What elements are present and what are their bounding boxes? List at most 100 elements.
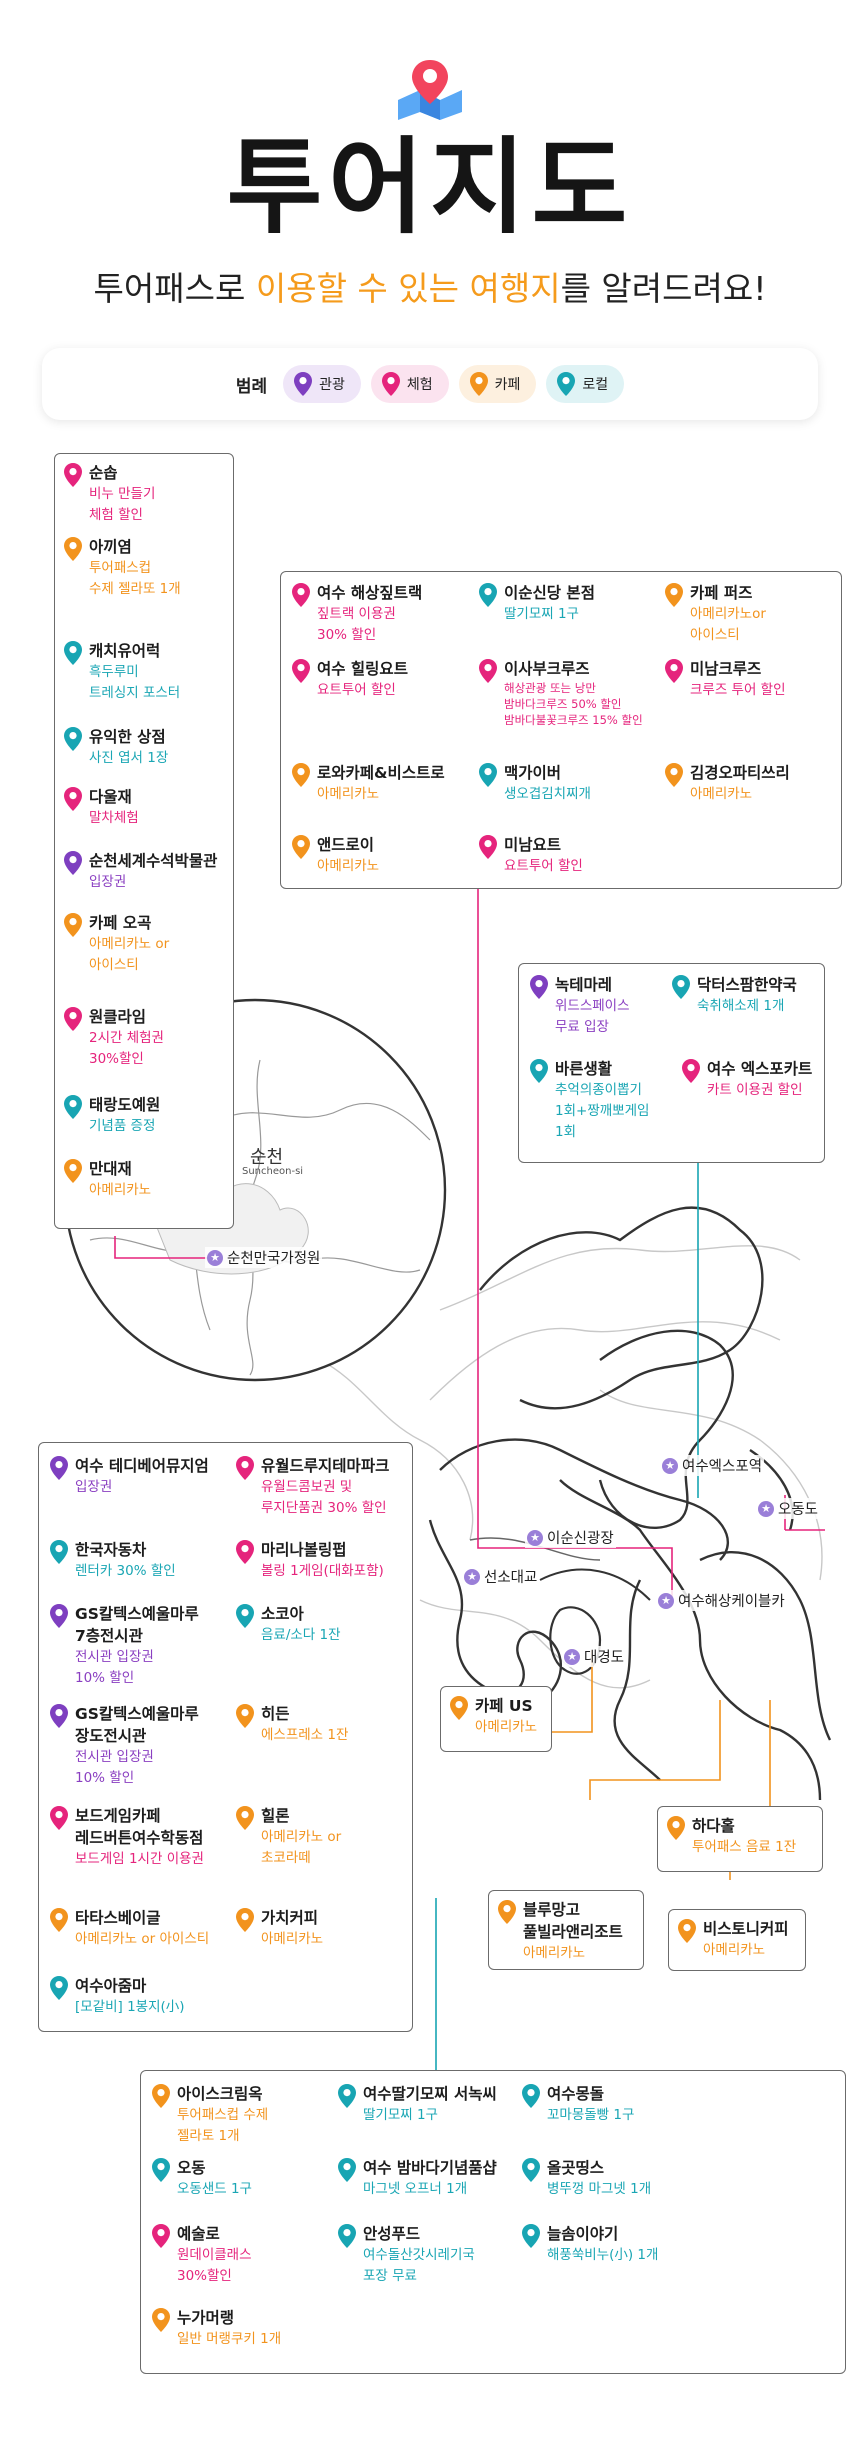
star-marker-icon: ★ [464,1568,480,1585]
map-pin-logo-icon [398,60,462,120]
venue-name: 한국자동차 [75,1541,147,1559]
place-suncheonman-garden[interactable]: ★순천만국가정원 [205,1247,323,1268]
cafe-pin-icon [235,1907,255,1933]
star-marker-icon: ★ [207,1249,223,1266]
place-yeosu-cablecar[interactable]: ★여수해상케이블카 [656,1590,787,1611]
venue-benefit: 비누 만들기 체험 할인 [89,486,156,523]
venue-benefit: 흑두루미 트레싱지 포스터 [89,664,181,701]
legend: 범례 관광 체험 카페 로컬 [42,348,818,420]
exp-pin-icon [49,1805,69,1831]
local-pin-icon [235,1603,255,1629]
venue-name: 카페 퍼즈 [690,584,753,602]
venue-benefit: 유월드콤보권 및 루지단품권 30% 할인 [261,1479,387,1516]
venue-name: 여수몽돌 [547,2085,605,2103]
venue-name: 만대재 [89,1160,132,1178]
venue-benefit: 카트 이용권 할인 [707,1082,803,1098]
cafe-pin-icon [63,536,83,562]
place-odongdo[interactable]: ★오동도 [756,1498,821,1519]
venue-benefit: 볼링 1게임(대화포함) [261,1563,384,1579]
place-seonso-bridge[interactable]: ★선소대교 [462,1566,540,1587]
page-title: 투어지도 [226,126,634,248]
legend-local: 로컬 [546,365,625,403]
venue-name: 올곳띵스 [547,2159,605,2177]
venue-benefit: 숙취해소제 1개 [697,998,785,1014]
venue-benefit: 아메리카노 [475,1719,538,1735]
exp-pin-icon [664,658,684,684]
venue-benefit: 렌터카 30% 할인 [75,1563,176,1579]
venue-item[interactable]: 여수아줌마[모같비] 1봉지(小) [49,1975,185,2018]
local-pin-icon [521,2083,541,2109]
venue-name: 여수 밤바다기념품샵 [363,2159,497,2177]
venue-name: 앤드로이 [317,836,375,854]
local-pin-icon [49,1539,69,1565]
venue-name: 태랑도예원 [89,1096,161,1114]
place-yeosu-expo-station[interactable]: ★여수엑스포역 [660,1455,765,1476]
venue-name: 여수 힐링요트 [317,660,408,678]
place-daegyeongdo[interactable]: ★대경도 [562,1646,627,1667]
venue-name: 여수아줌마 [75,1977,147,1995]
page-subtitle: 투어패스로 이용할 수 있는 여행지를 알려드려요! [93,269,767,308]
exp-pin-icon [151,2223,171,2249]
venue-name: 유월드루지테마파크 [261,1457,390,1475]
place-yisunsin-square[interactable]: ★이순신광장 [525,1527,616,1548]
venue-benefit: 전시관 입장권 10% 할인 [75,1749,154,1786]
